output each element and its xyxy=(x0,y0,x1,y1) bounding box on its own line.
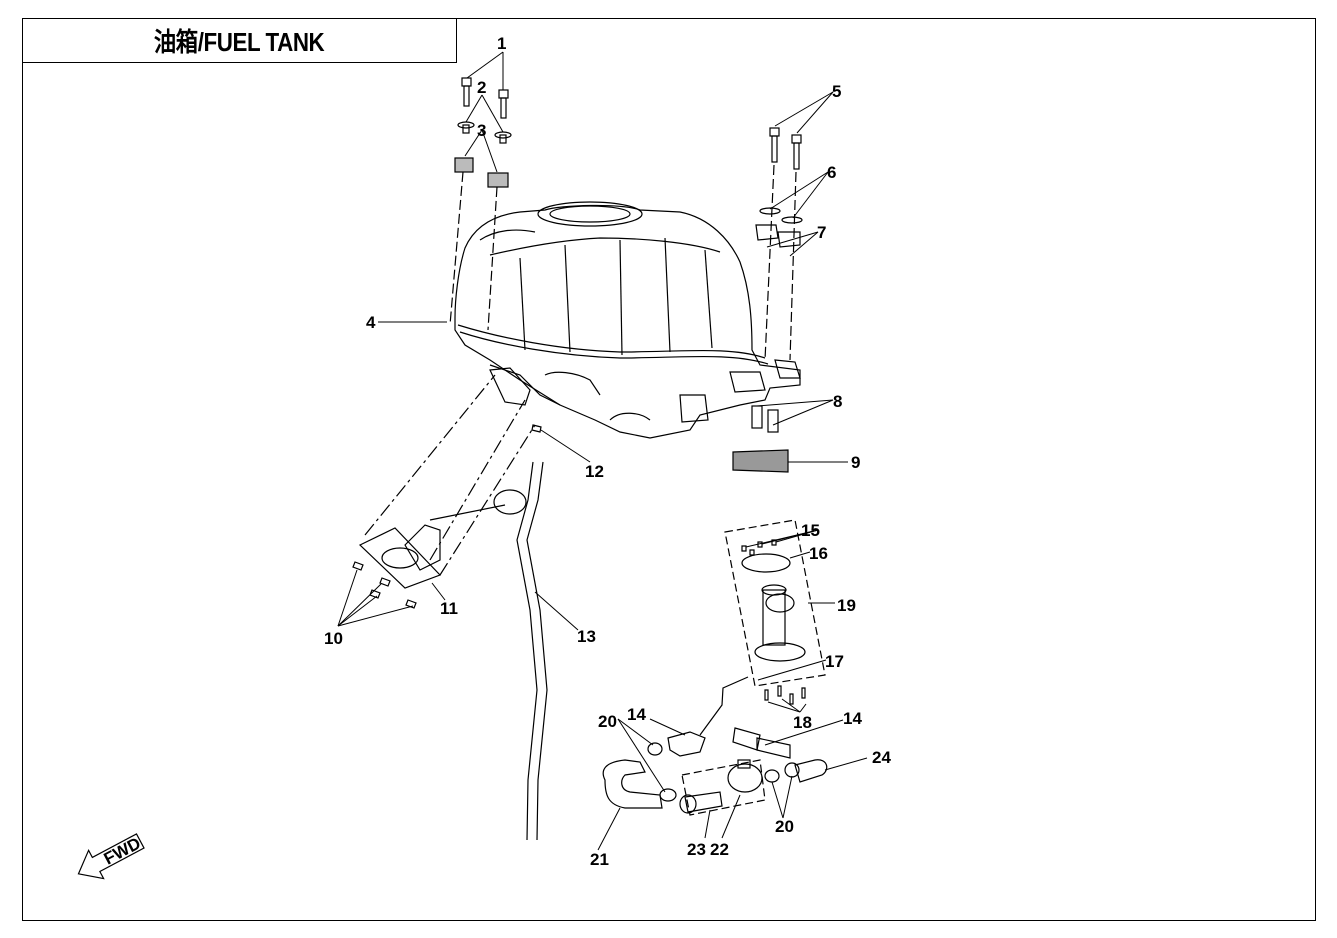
bolts-right xyxy=(732,127,803,473)
callout-18: 18 xyxy=(793,713,812,732)
fuel-sender-assembly xyxy=(352,374,542,609)
fuel-tank xyxy=(454,201,801,439)
callout-7: 7 xyxy=(817,223,826,242)
callout-5: 5 xyxy=(832,82,841,101)
breather-tube xyxy=(516,461,548,841)
callout-3: 3 xyxy=(477,121,486,140)
callout-22: 22 xyxy=(710,840,729,859)
fwd-arrow-icon: FWD xyxy=(77,833,145,880)
callout-17: 17 xyxy=(825,652,844,671)
callout-20a: 20 xyxy=(598,712,617,731)
callout-numbers: 1 2 3 4 5 6 7 8 9 10 11 12 13 14 14 15 1… xyxy=(324,34,891,869)
fuel-hoses-filter xyxy=(602,727,828,816)
callout-6: 6 xyxy=(827,163,836,182)
callout-4: 4 xyxy=(366,313,376,332)
callout-14b: 14 xyxy=(843,709,862,728)
callout-16: 16 xyxy=(809,544,828,563)
callout-23: 23 xyxy=(687,840,706,859)
callout-12: 12 xyxy=(585,462,604,481)
callout-15: 15 xyxy=(801,521,820,540)
pump-assembly xyxy=(699,519,826,736)
title-block: 油箱/FUEL TANK xyxy=(22,18,457,63)
callout-11: 11 xyxy=(440,599,458,618)
callout-13: 13 xyxy=(577,627,596,646)
callout-1: 1 xyxy=(497,34,506,53)
page-title: 油箱/FUEL TANK xyxy=(153,26,325,57)
callout-19: 19 xyxy=(837,596,856,615)
callout-20b: 20 xyxy=(775,817,794,836)
fwd-label: FWD xyxy=(101,834,144,869)
bolts-left xyxy=(449,77,512,331)
callout-21: 21 xyxy=(590,850,609,869)
callout-10: 10 xyxy=(324,629,343,648)
callout-2: 2 xyxy=(477,78,486,97)
drawing-frame xyxy=(22,18,1316,921)
callout-14a: 14 xyxy=(627,705,646,724)
callout-8: 8 xyxy=(833,392,842,411)
callout-24: 24 xyxy=(872,748,891,767)
callout-9: 9 xyxy=(851,453,860,472)
leader-lines xyxy=(337,51,868,851)
